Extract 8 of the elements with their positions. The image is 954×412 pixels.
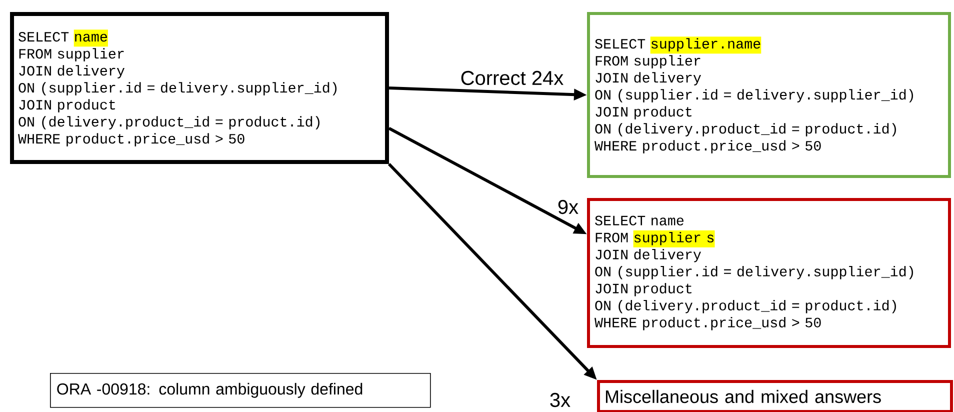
code-box: SELECT supplier.name FROM supplier JOIN delivery ON (supplier.id = delivery.supplier_id) JOIN product ON (delivery.product_id = product.id) WHERE product.price_usd > 50: [587, 12, 951, 178]
error-message-box: ORA -00918: column ambiguously defined: [50, 373, 431, 408]
edge-label: 3x: [548, 392, 572, 408]
code-box: SELECT name FROM supplier s JOIN delivery ON (supplier.id = delivery.supplier_id) JOIN product ON (delivery.product_id = product.id) WHERE product.price_usd > 50: [587, 198, 951, 348]
answer-box: Miscellaneous and mixed answers: [597, 380, 953, 412]
edge-label: Correct 24x: [459, 70, 565, 86]
edge-label: 9x: [556, 198, 580, 216]
code-box: SELECT name FROM supplier JOIN delivery ON (supplier.id = delivery.supplier_id) JOIN product ON (delivery.product_id = product.id) WHERE product.price_usd > 50: [10, 12, 389, 164]
